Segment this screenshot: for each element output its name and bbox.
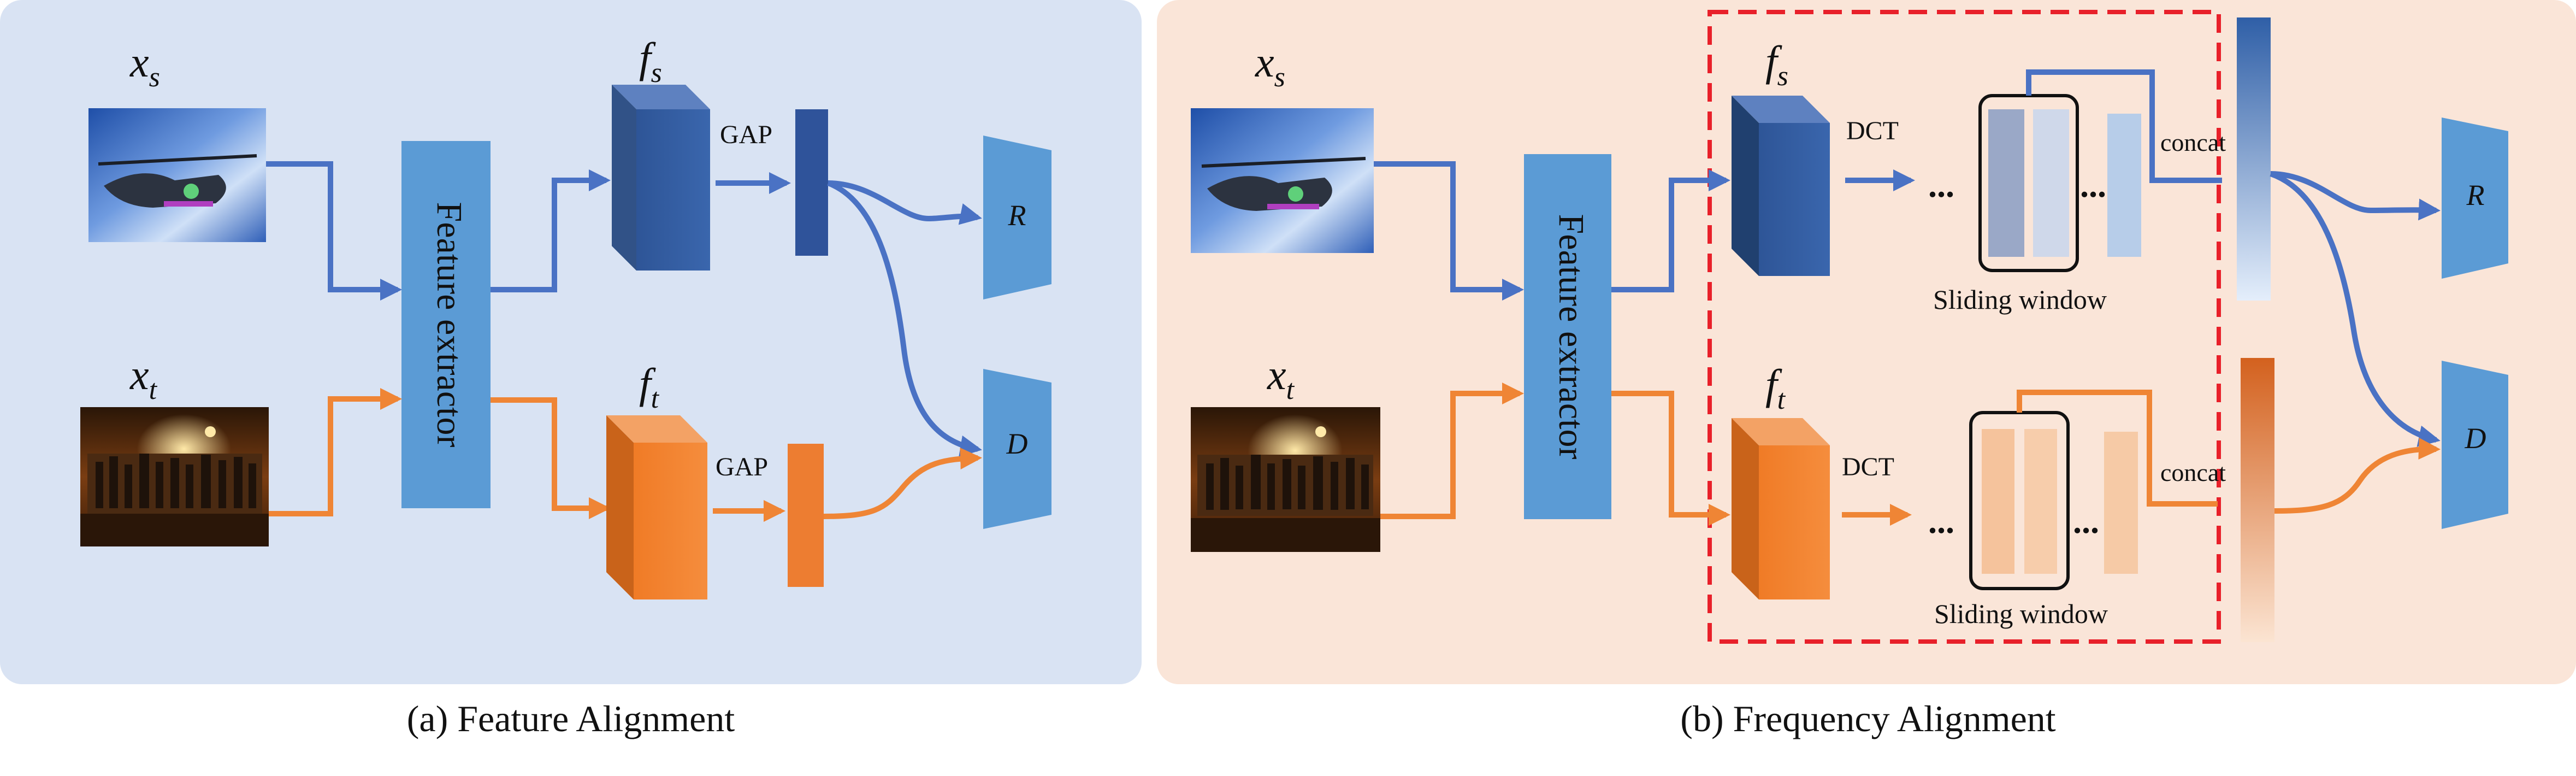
panel-b-arrow-window-to-concat-bottom — [2017, 390, 2218, 507]
panel-a-arrow-source-to-extractor — [266, 161, 402, 301]
panel-frequency-alignment: xs xt Featu — [1157, 0, 2576, 739]
panel-b-ellipsis-top-left: ... — [1928, 166, 1954, 204]
panel-a-arrow-extractor-to-source-feature — [491, 169, 611, 292]
panel-b-head-r-label: R — [2466, 179, 2485, 211]
panel-a-head-d — [983, 369, 1051, 529]
panel-a-source-input-label: xs — [129, 38, 160, 93]
panel-a-gap-label-top: GAP — [720, 120, 772, 149]
panel-a-feature-extractor — [401, 141, 491, 508]
panel-b-concat-label-bottom: concat — [2160, 458, 2226, 486]
panel-b-source-spectrum-bar-1 — [1988, 109, 2024, 257]
panel-a-caption: (a) Feature Alignment — [407, 698, 735, 739]
panel-a-arrow-source-to-r — [828, 180, 982, 225]
panel-b-source-input-label: xs — [1255, 38, 1285, 93]
panel-a-target-input-label: xt — [129, 351, 158, 405]
panel-b-target-spectrum: ... ... Sliding window — [1928, 411, 2138, 629]
panel-b-arrow-extractor-to-target-feature — [1611, 391, 1730, 526]
panel-b-target-spectrum-bar-2 — [2024, 429, 2057, 574]
panel-b-target-spectrum-bar-3 — [2104, 432, 2138, 574]
panel-b-arrow-target-to-d — [2274, 437, 2441, 514]
panel-a-head-r-label: R — [1008, 199, 1026, 232]
panel-b-dct-label-top: DCT — [1846, 116, 1899, 145]
panel-b-feature-extractor — [1524, 154, 1611, 519]
panel-b-dct-label-bottom: DCT — [1842, 452, 1894, 481]
panel-b-head-d-label: D — [2465, 422, 2486, 455]
panel-b-caption: (b) Frequency Alignment — [1680, 698, 2056, 739]
panel-a-arrow-target-to-d — [823, 448, 982, 519]
panel-b-highlight-box — [1708, 10, 2221, 644]
panel-b-arrow-extractor-to-source-feature — [1611, 169, 1730, 292]
panel-a-feature-extractor-label: Feature extractor — [429, 202, 469, 448]
panel-b-arrow-source-to-extractor — [1374, 161, 1524, 301]
panel-b-source-spectrum-bar-3 — [2107, 114, 2141, 257]
panel-a-source-image — [88, 108, 266, 242]
panel-a-source-feature-cube — [612, 85, 710, 271]
panel-b-arrow-window-to-concat-top — [2026, 69, 2222, 183]
panel-b-head-d — [2442, 361, 2508, 529]
panel-b-feature-extractor-label: Feature extractor — [1551, 214, 1591, 460]
panel-b-arrow-target-to-extractor — [1380, 383, 1524, 519]
panel-a-target-feature-cube — [606, 415, 707, 599]
panel-b-background — [1157, 0, 2576, 684]
panel-b-source-spectrum-bar-2 — [2033, 109, 2069, 257]
panel-feature-alignment: xs xt Featu — [0, 0, 1142, 739]
panel-b-ellipsis-bottom-right: ... — [2073, 502, 2099, 540]
panel-b-arrow-source-to-d — [2270, 171, 2441, 447]
panel-b-source-feature-cube — [1732, 96, 1830, 276]
panel-b-source-image — [1191, 108, 1374, 253]
panel-a-arrow-target-to-extractor — [269, 388, 402, 516]
panel-b-source-spectrum: ... ... Sliding window — [1928, 94, 2141, 315]
panel-a-arrow-extractor-to-target-feature — [491, 397, 611, 519]
panel-b-sliding-window-label-bottom: Sliding window — [1934, 598, 2108, 629]
panel-a-pooled-target-vector — [788, 444, 824, 587]
panel-b-target-input-label: xt — [1267, 351, 1295, 405]
panel-b-ellipsis-top-right: ... — [2080, 166, 2106, 204]
panel-a-target-image — [80, 407, 269, 546]
panel-b-concat-label-top: concat — [2160, 128, 2226, 156]
panel-a-head-d-label: D — [1006, 427, 1028, 460]
panel-b-ellipsis-bottom-left: ... — [1928, 502, 1954, 540]
panel-b-target-feature-cube — [1732, 418, 1830, 599]
panel-b-concat-source-vector — [2237, 17, 2271, 301]
panel-b-arrow-source-to-r — [2270, 171, 2441, 221]
panel-a-pooled-source-vector — [795, 109, 828, 256]
panel-a-arrow-source-to-d — [827, 180, 982, 457]
panel-a-background — [0, 0, 1142, 684]
panel-b-target-spectrum-bar-1 — [1982, 429, 2014, 574]
panel-b-target-image — [1191, 407, 1380, 552]
panel-b-head-r — [2442, 117, 2508, 279]
panel-a-gap-label-bottom: GAP — [716, 452, 768, 481]
panel-b-sliding-window-label-top: Sliding window — [1933, 284, 2107, 315]
panel-b-concat-target-vector — [2241, 358, 2274, 642]
panel-a-head-r — [983, 136, 1051, 299]
